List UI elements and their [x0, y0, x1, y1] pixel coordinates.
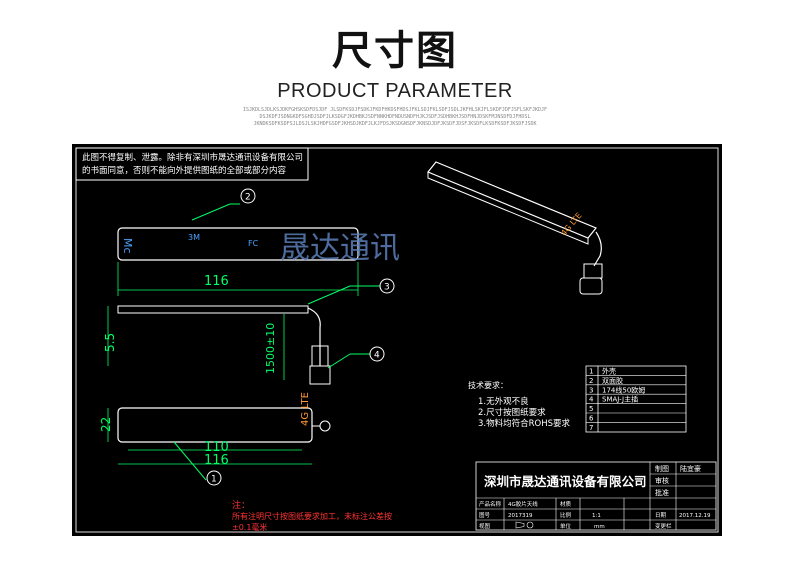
part-no: 2 — [589, 377, 593, 385]
product-name-label: 产品名称 — [479, 500, 502, 508]
copyright-notice: 此图不得复制、泄露。除非有深圳市晟达通讯设备有限公司 的书面同意，否则不能向外提… — [75, 147, 309, 181]
watermark: 晟达通讯 — [280, 231, 400, 266]
drawing-frame — [75, 147, 719, 533]
dim-width: 22 — [99, 417, 113, 432]
cad-drawing: 此图不得复制、泄露。除非有深圳市晟达通讯设备有限公司 的书面同意，否则不能向外提… — [72, 144, 722, 536]
part-no: 4 — [589, 396, 594, 404]
part-no: 7 — [589, 424, 593, 432]
parts-list: 1 外壳 2 双面胶 3 174线50欧姆 4 SMAJ-J主插 5 6 7 — [585, 365, 687, 433]
part-no: 3 — [589, 386, 593, 394]
unit-value: mm — [594, 524, 605, 530]
side-view: 3 4 5.5 1500±10 — [103, 278, 395, 385]
perspective-view: 4G LTE — [427, 161, 603, 295]
mark-mc: Mc — [121, 238, 134, 254]
tech-requirements: 技术要求： 1.无外观不良 2.尺寸按图纸要求 3.物料均符合ROHS要求 — [468, 380, 570, 429]
copyright-line-2: 的书面同意，否则不能向外提供图纸的全部或部分内容 — [82, 165, 287, 176]
top-view: Mc 3M FC 2 116 — [117, 188, 359, 296]
balloon-4-label: 4 — [374, 351, 380, 361]
note-line-2: ±0.1毫米 — [232, 522, 267, 532]
date-label: 日期 — [655, 512, 667, 519]
mark-fc: FC — [248, 239, 259, 248]
label-4g-lte: 4G LTE — [300, 392, 311, 426]
balloon-2 — [240, 188, 256, 204]
check-label: 审核 — [655, 476, 669, 485]
decorative-text-line: JKNDKSDFKSDFSJLDSJLSKJHDFGSDFJKHSDJKDFJL… — [253, 121, 537, 127]
balloon-3-label: 3 — [384, 283, 390, 293]
page-title: 尺寸图 — [332, 28, 458, 74]
copyright-line-1: 此图不得复制、泄露。除非有深圳市晟达通讯设备有限公司 — [82, 152, 303, 163]
drawn-value: 陆宜豪 — [680, 464, 701, 473]
date-value: 2017.12.19 — [679, 513, 711, 519]
drawn-label: 制图 — [655, 464, 669, 473]
dim-cable-length: 1500±10 — [264, 323, 277, 374]
tech-requirements-heading: 技术要求： — [468, 380, 508, 390]
page-subtitle: PRODUCT PARAMETER — [277, 80, 513, 102]
balloon-4 — [369, 346, 385, 362]
drawing-no-value: 2017319 — [508, 513, 533, 519]
projection-symbol-icon — [515, 521, 534, 529]
part-name: SMAJ-J主插 — [602, 395, 638, 404]
company-name: 深圳市晟达通讯设备有限公司 — [484, 474, 647, 489]
dim-thickness: 5.5 — [103, 333, 117, 352]
approve-label: 批准 — [655, 488, 669, 497]
part-name: 外壳 — [602, 367, 616, 376]
dim-outer-length: 116 — [204, 453, 229, 468]
material-label: 材质 — [560, 500, 572, 508]
scale-label: 比例 — [560, 511, 572, 519]
part-no: 5 — [589, 405, 593, 413]
drawing-note: 注： 所有注明尺寸按图纸要求加工，未标注公差按 ±0.1毫米 — [232, 499, 392, 532]
part-name: 174线50欧姆 — [602, 385, 645, 394]
tech-req-2: 2.尺寸按图纸要求 — [478, 407, 546, 418]
view-label: 视图 — [479, 522, 491, 530]
part-no: 6 — [589, 415, 594, 423]
decorative-text-line: DSJKDFJSDNGKDFSGHDJSDFJLKSDGFJKDHBKJSDFN… — [259, 114, 531, 120]
antenna-bottom-outline — [117, 407, 313, 443]
part-no: 1 — [589, 368, 593, 376]
note-line-1: 所有注明尺寸按图纸要求加工，未标注公差按 — [232, 511, 392, 521]
balloon-2-label: 2 — [245, 193, 251, 203]
balloon-1 — [206, 470, 222, 486]
scale-value: 1:1 — [592, 513, 601, 519]
tech-req-1: 1.无外观不良 — [478, 396, 529, 407]
note-heading: 注： — [232, 499, 250, 511]
change-label: 变更栏 — [655, 522, 672, 530]
part-name: 双面胶 — [602, 376, 623, 385]
balloon-1-label: 1 — [211, 475, 217, 485]
unit-label: 单位 — [560, 522, 572, 530]
title-block: 深圳市晟达通讯设备有限公司 制图 陆宜豪 审核 批准 产品名称 4G胶片天线 材… — [475, 461, 717, 531]
tech-req-3: 3.物料均符合ROHS要求 — [478, 418, 570, 429]
decorative-text-line: ISJKDLSJDLKSJDKFGHSKSDFDSJDF JLSDFKSDJFS… — [242, 107, 548, 113]
dim-top-length: 116 — [204, 274, 229, 289]
product-name-value: 4G胶片天线 — [508, 500, 538, 508]
dim-inner-length: 110 — [204, 440, 229, 455]
antenna-top-outline — [117, 227, 359, 261]
drawing-no-label: 图号 — [479, 511, 491, 519]
bottom-view: 4G LTE 22 110 116 1 — [99, 392, 331, 486]
balloon-3 — [379, 278, 395, 294]
mark-3m: 3M — [188, 233, 200, 242]
